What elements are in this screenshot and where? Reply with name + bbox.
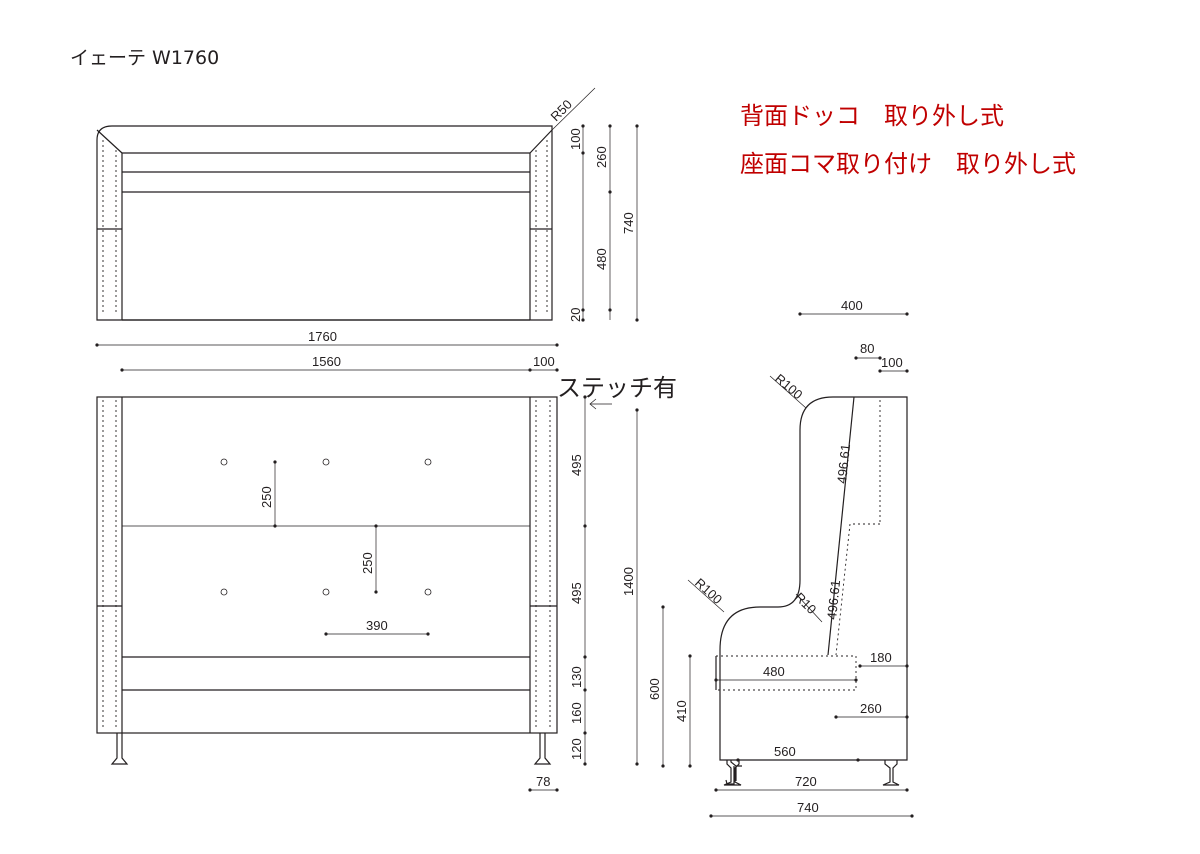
side-dim-260: 260 bbox=[860, 701, 882, 716]
back-length-1: 496.61 bbox=[834, 443, 853, 484]
depth-720: 720 bbox=[795, 774, 817, 789]
back-length-2: 496.61 bbox=[824, 579, 843, 620]
button-spacing-h: 390 bbox=[366, 618, 388, 633]
top-dim-260: 260 bbox=[594, 146, 609, 168]
front-dim-100: 100 bbox=[533, 354, 555, 369]
button-spacing-v2: 250 bbox=[360, 552, 375, 574]
button-tuft-2 bbox=[322, 458, 330, 466]
side-radius-inner: R10 bbox=[792, 590, 819, 617]
side-dim-400: 400 bbox=[841, 298, 863, 313]
front-dim-1400: 1400 bbox=[621, 567, 636, 596]
leg-span-560: 560 bbox=[774, 744, 796, 759]
front-dim-130: 130 bbox=[569, 666, 584, 688]
button-spacing-v1: 250 bbox=[259, 486, 274, 508]
drawing-title: イェーテ W1760 bbox=[70, 47, 219, 69]
button-tuft-3 bbox=[424, 458, 432, 466]
note-back-removable: 背面ドッコ 取り外し式 bbox=[740, 102, 1004, 130]
top-radius-label: R50 bbox=[548, 97, 575, 124]
front-dim-1560: 1560 bbox=[312, 354, 341, 369]
front-dim-120: 120 bbox=[569, 738, 584, 760]
top-dim-20: 20 bbox=[568, 308, 583, 322]
front-dim-495-a: 495 bbox=[569, 454, 584, 476]
top-dim-100: 100 bbox=[568, 128, 583, 150]
top-dim-480: 480 bbox=[594, 248, 609, 270]
stitch-label: ステッチ有 bbox=[557, 374, 677, 402]
button-tuft-6 bbox=[424, 588, 432, 596]
side-view: 400 80 100 R100 496.61 496.61 480 180 26… bbox=[647, 298, 914, 818]
top-view: R50 100 260 480 20 740 bbox=[96, 87, 639, 322]
button-tuft-1 bbox=[220, 458, 228, 466]
side-radius-seat: R100 bbox=[692, 575, 725, 607]
note-seat-removable: 座面コマ取り付け 取り外し式 bbox=[740, 150, 1076, 178]
seat-height-410: 410 bbox=[674, 700, 689, 722]
leg-dim-78: 78 bbox=[536, 774, 550, 789]
arm-height-600: 600 bbox=[647, 678, 662, 700]
button-tuft-5 bbox=[322, 588, 330, 596]
side-dim-180: 180 bbox=[870, 650, 892, 665]
top-dim-740: 740 bbox=[621, 212, 636, 234]
button-tuft-4 bbox=[220, 588, 228, 596]
front-dim-1760: 1760 bbox=[308, 329, 337, 344]
side-dim-100: 100 bbox=[881, 355, 903, 370]
side-dim-80: 80 bbox=[860, 341, 874, 356]
front-view: 1760 1560 100 ステッチ有 250 250 bbox=[95, 329, 677, 792]
depth-740: 740 bbox=[797, 800, 819, 815]
front-dim-495-b: 495 bbox=[569, 582, 584, 604]
front-dim-160: 160 bbox=[569, 702, 584, 724]
side-radius-top: R100 bbox=[772, 371, 805, 402]
seat-depth-480: 480 bbox=[763, 664, 785, 679]
